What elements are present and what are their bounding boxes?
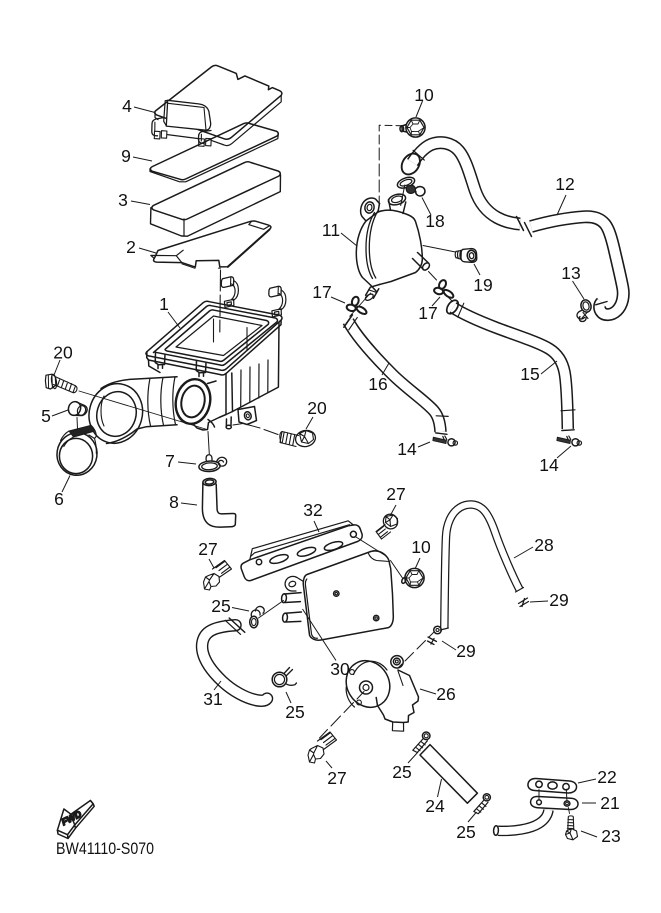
svg-text:10: 10: [411, 537, 431, 557]
svg-text:8: 8: [169, 492, 179, 512]
svg-text:22: 22: [597, 767, 616, 787]
svg-text:32: 32: [303, 500, 322, 520]
svg-text:29: 29: [549, 590, 568, 610]
svg-text:30: 30: [330, 659, 350, 679]
svg-text:10: 10: [414, 85, 434, 105]
svg-text:2: 2: [126, 237, 136, 257]
svg-text:14: 14: [397, 439, 417, 459]
svg-text:24: 24: [425, 796, 445, 816]
svg-text:25: 25: [392, 762, 411, 782]
svg-text:27: 27: [386, 484, 405, 504]
svg-text:11: 11: [322, 220, 340, 240]
svg-text:4: 4: [122, 96, 132, 116]
svg-text:1: 1: [159, 294, 169, 314]
svg-text:23: 23: [601, 826, 620, 846]
svg-text:25: 25: [211, 596, 230, 616]
svg-text:15: 15: [520, 364, 539, 384]
svg-text:25: 25: [285, 702, 304, 722]
svg-text:17: 17: [312, 282, 331, 302]
svg-text:28: 28: [534, 535, 553, 555]
svg-text:20: 20: [53, 343, 73, 363]
svg-text:18: 18: [425, 211, 444, 231]
svg-text:19: 19: [473, 275, 492, 295]
svg-text:3: 3: [118, 190, 128, 210]
svg-text:26: 26: [436, 684, 455, 704]
svg-text:BW41110-S070: BW41110-S070: [56, 839, 154, 858]
svg-text:31: 31: [203, 689, 222, 709]
svg-text:29: 29: [456, 641, 475, 661]
svg-text:20: 20: [307, 398, 327, 418]
svg-text:21: 21: [600, 793, 619, 813]
svg-text:9: 9: [121, 146, 131, 166]
svg-text:13: 13: [561, 263, 580, 283]
svg-text:14: 14: [539, 455, 559, 475]
svg-text:6: 6: [54, 489, 64, 509]
svg-text:27: 27: [327, 768, 346, 788]
svg-text:16: 16: [368, 374, 387, 394]
svg-text:5: 5: [41, 406, 51, 426]
svg-text:25: 25: [456, 822, 475, 842]
svg-text:7: 7: [165, 451, 175, 471]
svg-text:12: 12: [555, 174, 574, 194]
svg-text:17: 17: [418, 303, 437, 323]
svg-text:27: 27: [198, 539, 217, 559]
